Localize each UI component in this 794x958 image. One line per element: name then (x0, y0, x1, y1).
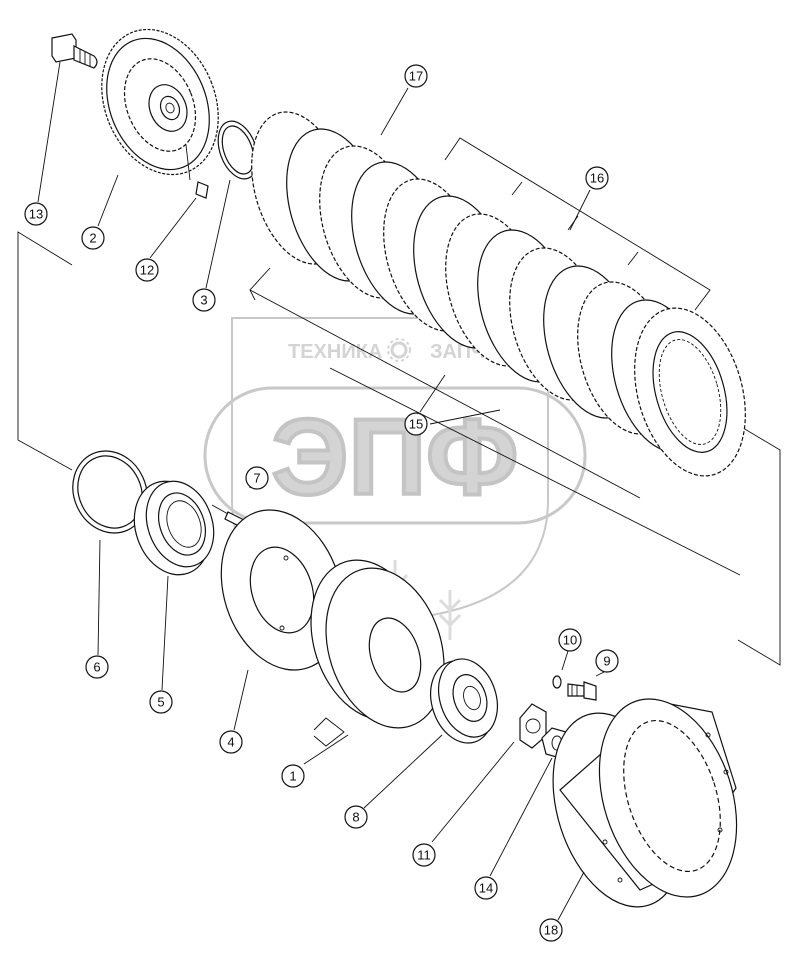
callout-label: 14 (479, 881, 493, 896)
callout-1: 1 (281, 764, 305, 788)
gear-icon (387, 338, 411, 362)
part-2-gear-hub (101, 28, 219, 176)
part-10-washer (552, 675, 562, 689)
callout-label: 4 (227, 735, 234, 750)
callout-label: 18 (544, 923, 558, 938)
part-8-bearing (430, 658, 498, 744)
callout-label: 5 (157, 695, 164, 710)
callout-label: 17 (409, 69, 423, 84)
assembly-bracket-lines (17, 137, 781, 666)
callout-3: 3 (192, 288, 216, 312)
part-6-seal-ring (72, 450, 148, 534)
callout-13: 13 (24, 202, 48, 226)
part-18-ring-gear (552, 698, 738, 908)
callout-4: 4 (219, 730, 243, 754)
callout-label: 15 (409, 417, 423, 432)
watermark-brand-left: ТЕХНИКА (288, 341, 382, 363)
callout-9: 9 (595, 649, 619, 673)
callout-label: 7 (253, 471, 260, 486)
callout-label: 1 (289, 769, 296, 784)
watermark-logo: ЭПФ (272, 396, 519, 517)
callout-17: 17 (404, 64, 428, 88)
callout-2: 2 (81, 226, 105, 250)
callout-label: 9 (603, 654, 610, 669)
part-13-bolt (51, 33, 98, 69)
callout-11: 11 (412, 843, 436, 867)
callout-label: 8 (352, 810, 359, 825)
callout-label: 16 (590, 171, 604, 186)
callout-10: 10 (558, 628, 582, 652)
callout-12: 12 (135, 258, 159, 282)
callout-label: 12 (140, 263, 154, 278)
callout-15: 15 (404, 412, 428, 436)
part-12-pin (185, 144, 209, 199)
callout-label: 3 (200, 293, 207, 308)
part-3-snap-ring (217, 120, 259, 180)
callout-7: 7 (245, 466, 269, 490)
leader-lines (37, 61, 605, 921)
part-11-flange-plate (519, 703, 547, 749)
part-9-bolt (567, 681, 597, 701)
watermark: ТЕХНИКА ЗАПЧАСТИ ЭПФ (203, 317, 587, 640)
part-1-discs (310, 559, 445, 729)
callout-8: 8 (344, 805, 368, 829)
callout-18: 18 (539, 918, 563, 942)
callout-label: 2 (89, 231, 96, 246)
callout-6: 6 (85, 655, 109, 679)
callout-label: 10 (563, 633, 577, 648)
callout-14: 14 (474, 876, 498, 900)
callout-16: 16 (585, 166, 609, 190)
callout-label: 13 (29, 207, 43, 222)
part-5-piston (133, 480, 215, 576)
callout-5: 5 (149, 690, 173, 714)
callout-label: 11 (417, 848, 431, 863)
callout-label: 6 (93, 660, 100, 675)
clutch-disc-pack (251, 111, 746, 477)
